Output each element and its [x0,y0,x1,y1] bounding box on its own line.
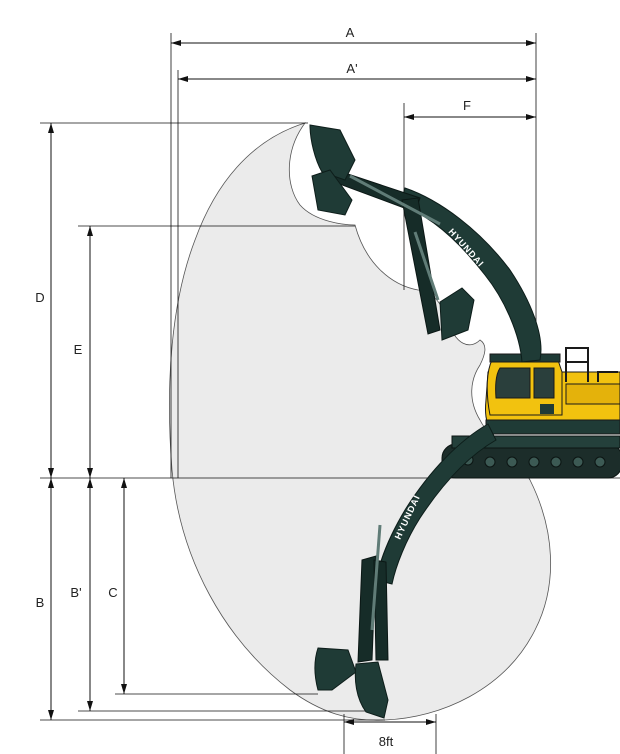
bucket-mid [439,287,475,341]
stick-lowered-2 [373,559,389,661]
dimension-F-label: F [463,98,471,113]
dimension-D-label: D [35,290,44,305]
body-lower-band [485,419,620,435]
cylinder-raised-2 [413,231,440,301]
arrow [48,710,54,720]
cylinder-raised [349,174,441,226]
dimension-C-label: C [108,585,117,600]
arrow [87,701,93,711]
cab-window-side [533,367,555,399]
arrow [178,76,188,82]
dimension-B-prime-label: B' [70,585,81,600]
stick-raised-2 [401,197,441,335]
arrow [426,719,436,725]
decal [540,404,554,414]
upper-structure [485,347,620,435]
arrow [48,468,54,478]
arrow [48,478,54,488]
arrow [526,40,536,46]
arrow [344,719,354,725]
working-range-envelope [169,122,552,721]
dimension-E-label: E [74,342,83,357]
bucket-bottom-right [354,661,389,719]
engine-hood [565,383,620,405]
bucket-top-lower [311,169,353,216]
boom-lowered: HYUNDAI [314,423,497,719]
cylinder-lowered [370,524,382,631]
arrow [171,40,181,46]
arrow [121,684,127,694]
arrow [526,76,536,82]
arrow [526,114,536,120]
dimension-A-label: A [346,25,355,40]
bucket-bottom-left [314,647,357,691]
handrail [565,347,589,382]
arrow [87,468,93,478]
cab-window [495,367,531,399]
dimension-A-prime-label: A' [346,61,357,76]
arrow [48,123,54,133]
arrow [121,478,127,488]
arrow [87,226,93,236]
arrow [87,478,93,488]
scale-8ft-label: 8ft [379,734,394,749]
handrail [597,371,618,382]
stick-lowered [357,555,377,663]
dimension-B-label: B [36,595,45,610]
arrow [404,114,414,120]
bucket-top [309,124,356,181]
